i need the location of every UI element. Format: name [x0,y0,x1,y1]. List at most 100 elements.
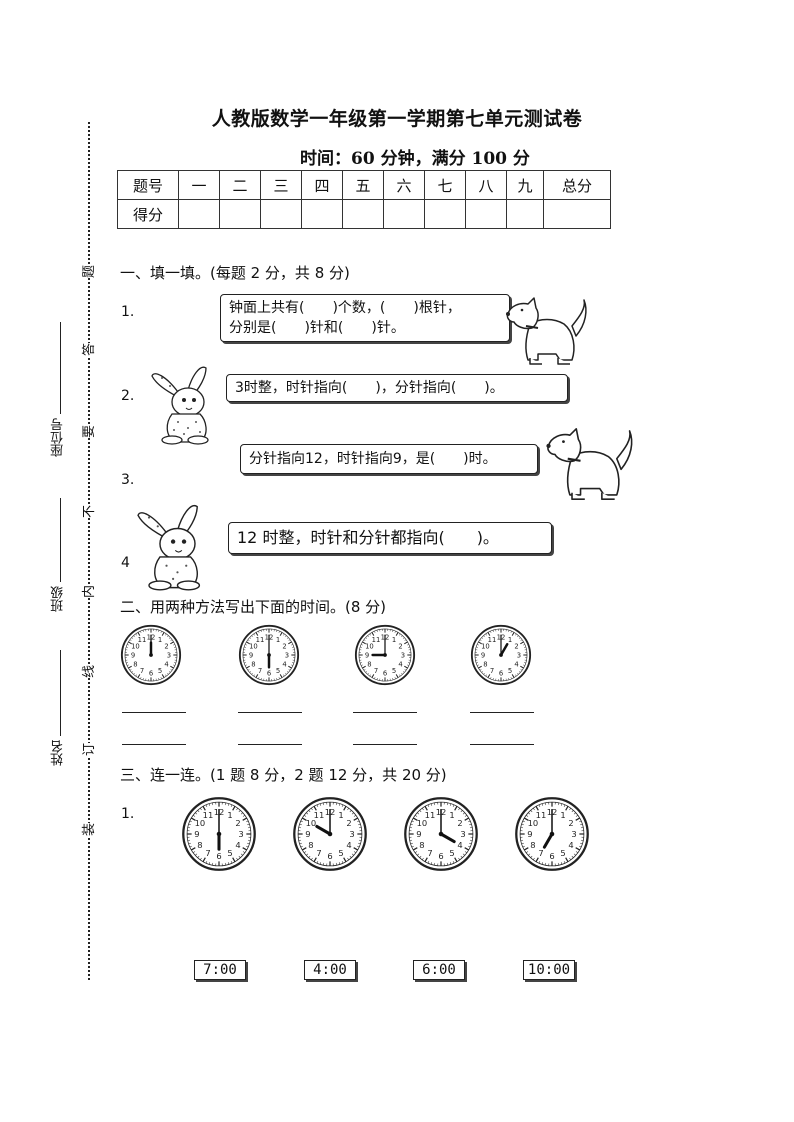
question-text: 12 时整，时针和分针都指向( )。 [237,528,499,547]
speech-bubble: 钟面上共有( )个数，( )根针， 分别是( )针和( )针。 [220,294,510,342]
clock-numeral: 7 [140,667,144,675]
time-label-box[interactable]: 6:00 [413,960,465,980]
score-input-cell[interactable] [342,199,384,229]
margin-char: 要 [78,424,98,439]
question-text: 分别是( )针和( )针。 [229,320,405,336]
rabbit-illustration [137,505,201,591]
score-input-cell[interactable] [260,199,302,229]
answer-line[interactable] [238,744,302,745]
clock-numeral: 10 [306,818,317,828]
rabbit-illustration [151,366,209,445]
clock-numeral: 4 [398,660,402,668]
clock-numeral: 5 [449,848,454,858]
clock-numeral: 2 [282,642,286,650]
clock-numeral: 5 [392,667,396,675]
table-cell: 七 [424,170,466,200]
clock-numeral: 5 [560,848,565,858]
speech-bubble: 分针指向12，时针指向9，是( )时。 [240,444,538,474]
margin-char: 装 [78,822,98,837]
clock-numeral: 1 [276,636,280,644]
score-input-cell[interactable] [465,199,507,229]
time-label-box[interactable]: 10:00 [523,960,575,980]
clock-numeral: 4 [282,660,286,668]
score-input-cell[interactable] [301,199,343,229]
clock-numeral: 6 [149,669,153,677]
clock-numeral: 10 [249,642,258,650]
clock-numeral: 1 [158,636,162,644]
score-input-cell[interactable] [506,199,544,229]
answer-line[interactable] [470,712,534,713]
clock-numeral: 3 [571,829,576,839]
question-number: 3. [121,472,135,488]
score-input-cell[interactable] [383,199,425,229]
clock-numeral: 8 [197,840,202,850]
answer-line[interactable] [353,744,417,745]
clock-numeral: 7 [316,848,321,858]
score-table: 题号 一 二 三 四 五 六 七 八 九 总分 得分 [117,170,611,229]
clock-numeral: 7 [258,667,262,675]
clock-numeral: 8 [367,660,371,668]
answer-line[interactable] [122,744,186,745]
clock-numeral: 8 [308,840,313,850]
clock-numeral: 7 [374,667,378,675]
clock-numeral: 11 [203,810,214,820]
table-cell: 得分 [117,199,179,229]
clock-numeral: 9 [365,651,369,659]
clock-numeral: 10 [528,818,539,828]
name-label: 姓名 [51,740,66,766]
table-cell: 八 [465,170,507,200]
clock-numeral: 11 [536,810,547,820]
clock-numeral: 7 [205,848,210,858]
section1-heading: 一、填一填。(每题 2 分，共 8 分) [120,264,350,282]
clock-numeral: 9 [305,829,310,839]
clock-numeral: 2 [164,642,168,650]
hour-hand [439,832,456,844]
answer-line[interactable] [238,712,302,713]
clock-numeral: 4 [346,840,351,850]
table-row: 得分 [117,199,611,229]
clock-numeral: 3 [167,651,171,659]
score-input-cell[interactable] [178,199,220,229]
clock-numeral: 4 [514,660,518,668]
answer-line[interactable] [122,712,186,713]
clock-numeral: 2 [514,642,518,650]
question-text: 分针指向12，时针指向9，是( )时。 [249,451,497,467]
clock-numeral: 10 [195,818,206,828]
clock-numeral: 1 [560,810,565,820]
margin-char: 不 [78,504,98,519]
margin-char: 线 [78,664,98,679]
answer-line[interactable] [470,744,534,745]
table-cell: 六 [383,170,425,200]
speech-bubble: 12 时整，时针和分针都指向( )。 [228,522,552,554]
clock-numeral: 10 [481,642,490,650]
score-input-cell[interactable] [424,199,466,229]
clock-numeral: 3 [349,829,354,839]
answer-line[interactable] [353,712,417,713]
clock-numeral: 7 [427,848,432,858]
clock-numeral: 6 [499,669,503,677]
clock-numeral: 6 [267,669,271,677]
clock-numeral: 2 [568,818,573,828]
margin-char: 题 [78,264,98,279]
score-input-cell[interactable] [543,199,611,229]
score-input-cell[interactable] [219,199,261,229]
clock-numeral: 3 [238,829,243,839]
time-label-box[interactable]: 4:00 [304,960,356,980]
clock-numeral: 3 [460,829,465,839]
table-cell: 三 [260,170,302,200]
clock-numeral: 11 [488,636,497,644]
page-title: 人教版数学一年级第一学期第七单元测试卷 [211,108,583,130]
clock-numeral: 9 [194,829,199,839]
clock-numeral: 11 [256,636,265,644]
time-label-box[interactable]: 7:00 [194,960,246,980]
clock-numeral: 1 [449,810,454,820]
question-number: 2. [121,388,135,404]
clock-numeral: 3 [517,651,521,659]
clock-numeral: 9 [527,829,532,839]
question-text: 钟面上共有( )个数，( )根针， [229,300,461,316]
clock-numeral: 4 [568,840,573,850]
clock-numeral: 4 [457,840,462,850]
